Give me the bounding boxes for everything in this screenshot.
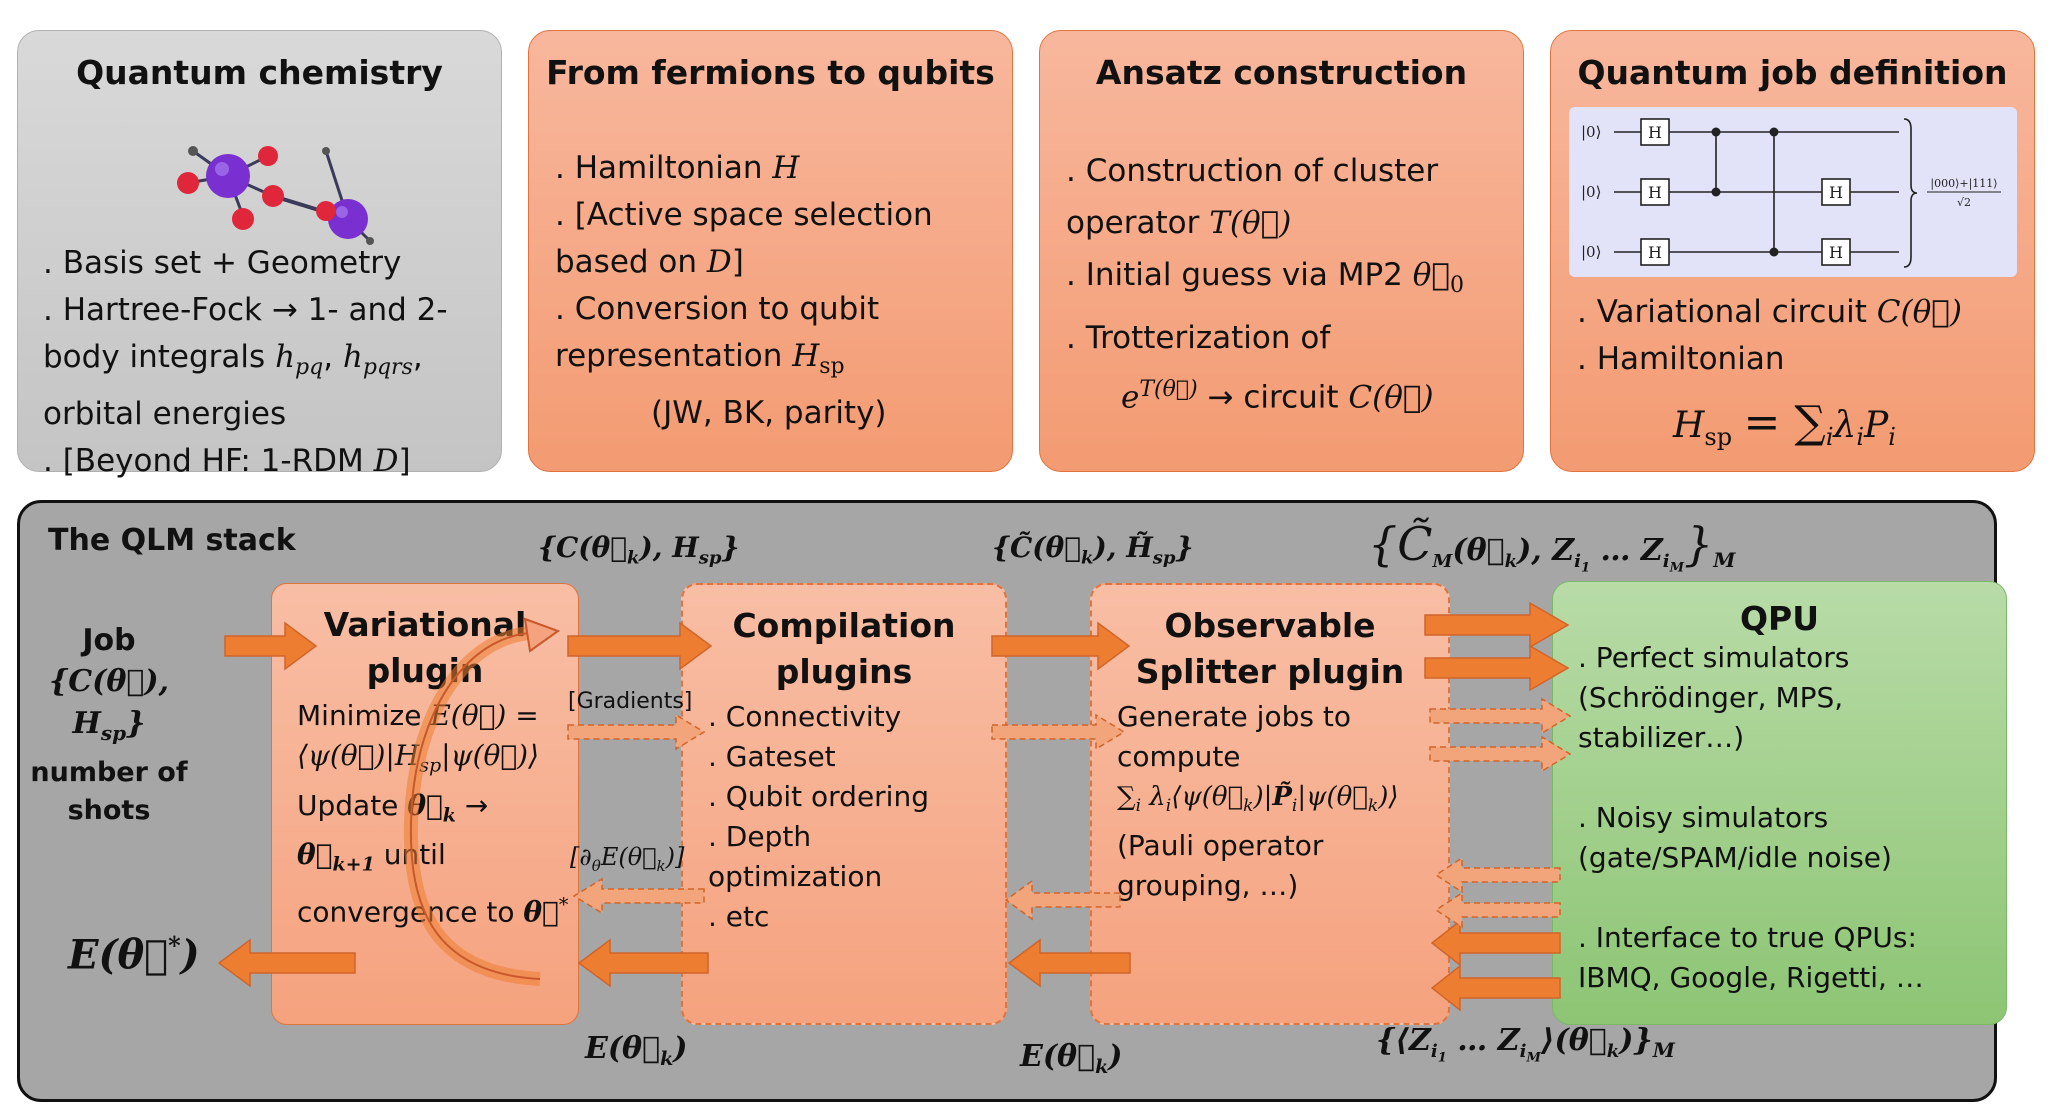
fermions-to-qubits-panel: From fermions to qubits . Hamiltonian H … — [528, 30, 1013, 472]
quantum-job-panel: Quantum job definition |0⟩ |0⟩ |0⟩ — [1550, 30, 2035, 472]
ghz-denominator: √2 — [1957, 196, 1971, 209]
ansatz-construction-panel: Ansatz construction . Construction of cl… — [1039, 30, 1524, 472]
label-energy-derivative: [∂θE(θ⃗k)] — [570, 843, 685, 875]
h-gate-2: H — [1648, 183, 1662, 202]
fq-line-active: . [Active space selection — [555, 197, 933, 233]
ket-label-2: |0⟩ — [1581, 183, 1601, 201]
label-circuit-hamiltonian: {C(θ⃗k), Hsp} — [538, 531, 740, 569]
qlm-stack-title: The QLM stack — [48, 523, 296, 558]
arrow-variational-to-compilation — [567, 621, 713, 671]
job-shots-1: number of — [30, 757, 188, 788]
qc-line-basis: . Basis set + Geometry — [43, 245, 402, 281]
quantum-chemistry-text: . Basis set + Geometry . Hartree-Fock → … — [43, 240, 448, 485]
hamiltonian-formula: Hsp = ∑iλiPi — [1673, 397, 1896, 452]
job-label: Job — [82, 623, 136, 658]
an-line-operator: operator T(θ⃗) — [1066, 205, 1292, 241]
fermions-to-qubits-text: . Hamiltonian H . [Active space selectio… — [555, 145, 933, 437]
arrow-variational-to-result — [217, 938, 356, 988]
h-gate-5: H — [1829, 243, 1843, 262]
qpu-title: QPU — [1739, 599, 1820, 638]
arrow-compilation-to-variational — [577, 938, 709, 988]
an-line-construction: . Construction of cluster — [1066, 153, 1439, 189]
quantum-job-text: . Variational circuit C(θ⃗) . Hamiltonia… — [1577, 289, 1962, 383]
fq-line-mappings: (JW, BK, parity) — [651, 395, 887, 432]
result-energy: E(θ⃗*) — [68, 931, 200, 979]
optimization-loop-arrow — [403, 617, 561, 986]
fq-line-hamiltonian: . Hamiltonian H — [555, 150, 800, 186]
an-line-trotter: . Trotterization of — [1066, 320, 1331, 357]
arrow-qpu-to-splitter-2 — [1430, 964, 1561, 1012]
arrow-qpu-to-splitter-dashed-1 — [1434, 856, 1561, 894]
h-gate-4: H — [1829, 183, 1843, 202]
quantum-job-title: Quantum job definition — [1577, 53, 2008, 92]
label-energy-2: E(θ⃗k) — [1020, 1039, 1123, 1078]
job-input: Job {C(θ⃗), Hsp} number of shots — [20, 621, 198, 830]
arrow-splitter-to-compilation — [1007, 938, 1131, 988]
ansatz-text: . Construction of cluster operator T(θ⃗)… — [1066, 145, 1464, 424]
an-line-mp2: . Initial guess via MP2 θ⃗0 — [1066, 257, 1465, 299]
qj-line-circuit: . Variational circuit C(θ⃗) — [1577, 294, 1962, 330]
ghz-numerator: |000⟩+|111⟩ — [1930, 177, 1997, 191]
fq-line-based: based on D] — [555, 244, 744, 280]
label-gradients: [Gradients] — [568, 689, 693, 714]
arrow-splitter-to-qpu-2 — [1424, 644, 1570, 692]
fq-line-conversion: . Conversion to qubit — [555, 291, 880, 327]
qpu-box: QPU . Perfect simulators (Schrödinger, M… — [1552, 581, 2007, 1025]
job-shots-2: shots — [67, 795, 151, 826]
qc-line-orbital: orbital energies — [43, 396, 287, 433]
label-expectation-values: {⟨Zi1 … ZiM⟩(θ⃗k)}M — [1376, 1023, 1675, 1066]
an-line-circuit: eT(θ⃗) → circuit C(θ⃗) — [1121, 377, 1434, 416]
h-gate-3: H — [1648, 243, 1662, 262]
ket-label-3: |0⟩ — [1581, 243, 1601, 261]
arrow-splitter-to-qpu-1 — [1424, 601, 1570, 649]
arrow-splitter-to-qpu-dashed-1 — [1429, 697, 1572, 735]
ansatz-construction-title: Ansatz construction — [1095, 53, 1468, 92]
arrow-job-to-variational — [224, 621, 318, 671]
arrow-splitter-to-qpu-dashed-2 — [1429, 735, 1572, 773]
arrow-gradient-return — [572, 877, 705, 915]
qc-line-hf: . Hartree-Fock → 1- and 2- — [43, 292, 448, 328]
compilation-plugins-text: . Connectivity . Gateset . Qubit orderin… — [708, 700, 929, 933]
arrow-compilation-to-splitter — [991, 621, 1131, 671]
arrow-splitter-to-compilation-dashed — [1004, 879, 1121, 921]
label-compiled-circuit-hamiltonian: {C̃(θ⃗k), H̃sp} — [992, 531, 1194, 569]
arrow-qpu-to-splitter-1 — [1430, 919, 1561, 967]
qc-line-rdm: . [Beyond HF: 1-RDM D] — [43, 443, 411, 480]
job-spec: {C(θ⃗), Hsp} — [48, 664, 169, 745]
quantum-chemistry-panel: Quantum chemistry . Basis set + Geometry… — [17, 30, 502, 479]
ket-label-1: |0⟩ — [1581, 123, 1601, 141]
label-split-jobs: {C̃M(θ⃗k), Zi1 … ZiM}M — [1368, 517, 1736, 576]
qc-line-integrals: body integrals hpq, hpqrs, — [43, 339, 423, 381]
qpu-text: . Perfect simulators (Schrödinger, MPS, … — [1578, 641, 1924, 994]
observable-splitter-text: Generate jobs to compute ∑i λi⟨ψ(θ⃗k)|P̃… — [1117, 700, 1399, 903]
qlm-stack-panel: The QLM stack Job {C(θ⃗), Hsp} number of… — [17, 500, 2007, 1102]
qj-line-hamiltonian: . Hamiltonian — [1577, 341, 1785, 377]
molecule-icon — [177, 146, 374, 245]
flow-arrows — [217, 601, 1572, 1012]
fq-line-representation: representation Hsp — [555, 338, 845, 380]
quantum-chemistry-title: Quantum chemistry — [76, 53, 443, 92]
fermions-to-qubits-title: From fermions to qubits — [546, 53, 995, 92]
quantum-circuit-diagram: |0⟩ |0⟩ |0⟩ H H H H — [1569, 107, 2017, 277]
arrow-qpu-to-splitter-dashed-2 — [1434, 891, 1561, 929]
label-energy-1: E(θ⃗k) — [585, 1031, 688, 1070]
h-gate-1: H — [1648, 123, 1662, 142]
arrow-gradients-request — [567, 713, 706, 751]
arrow-compilation-to-splitter-dashed — [991, 713, 1126, 751]
